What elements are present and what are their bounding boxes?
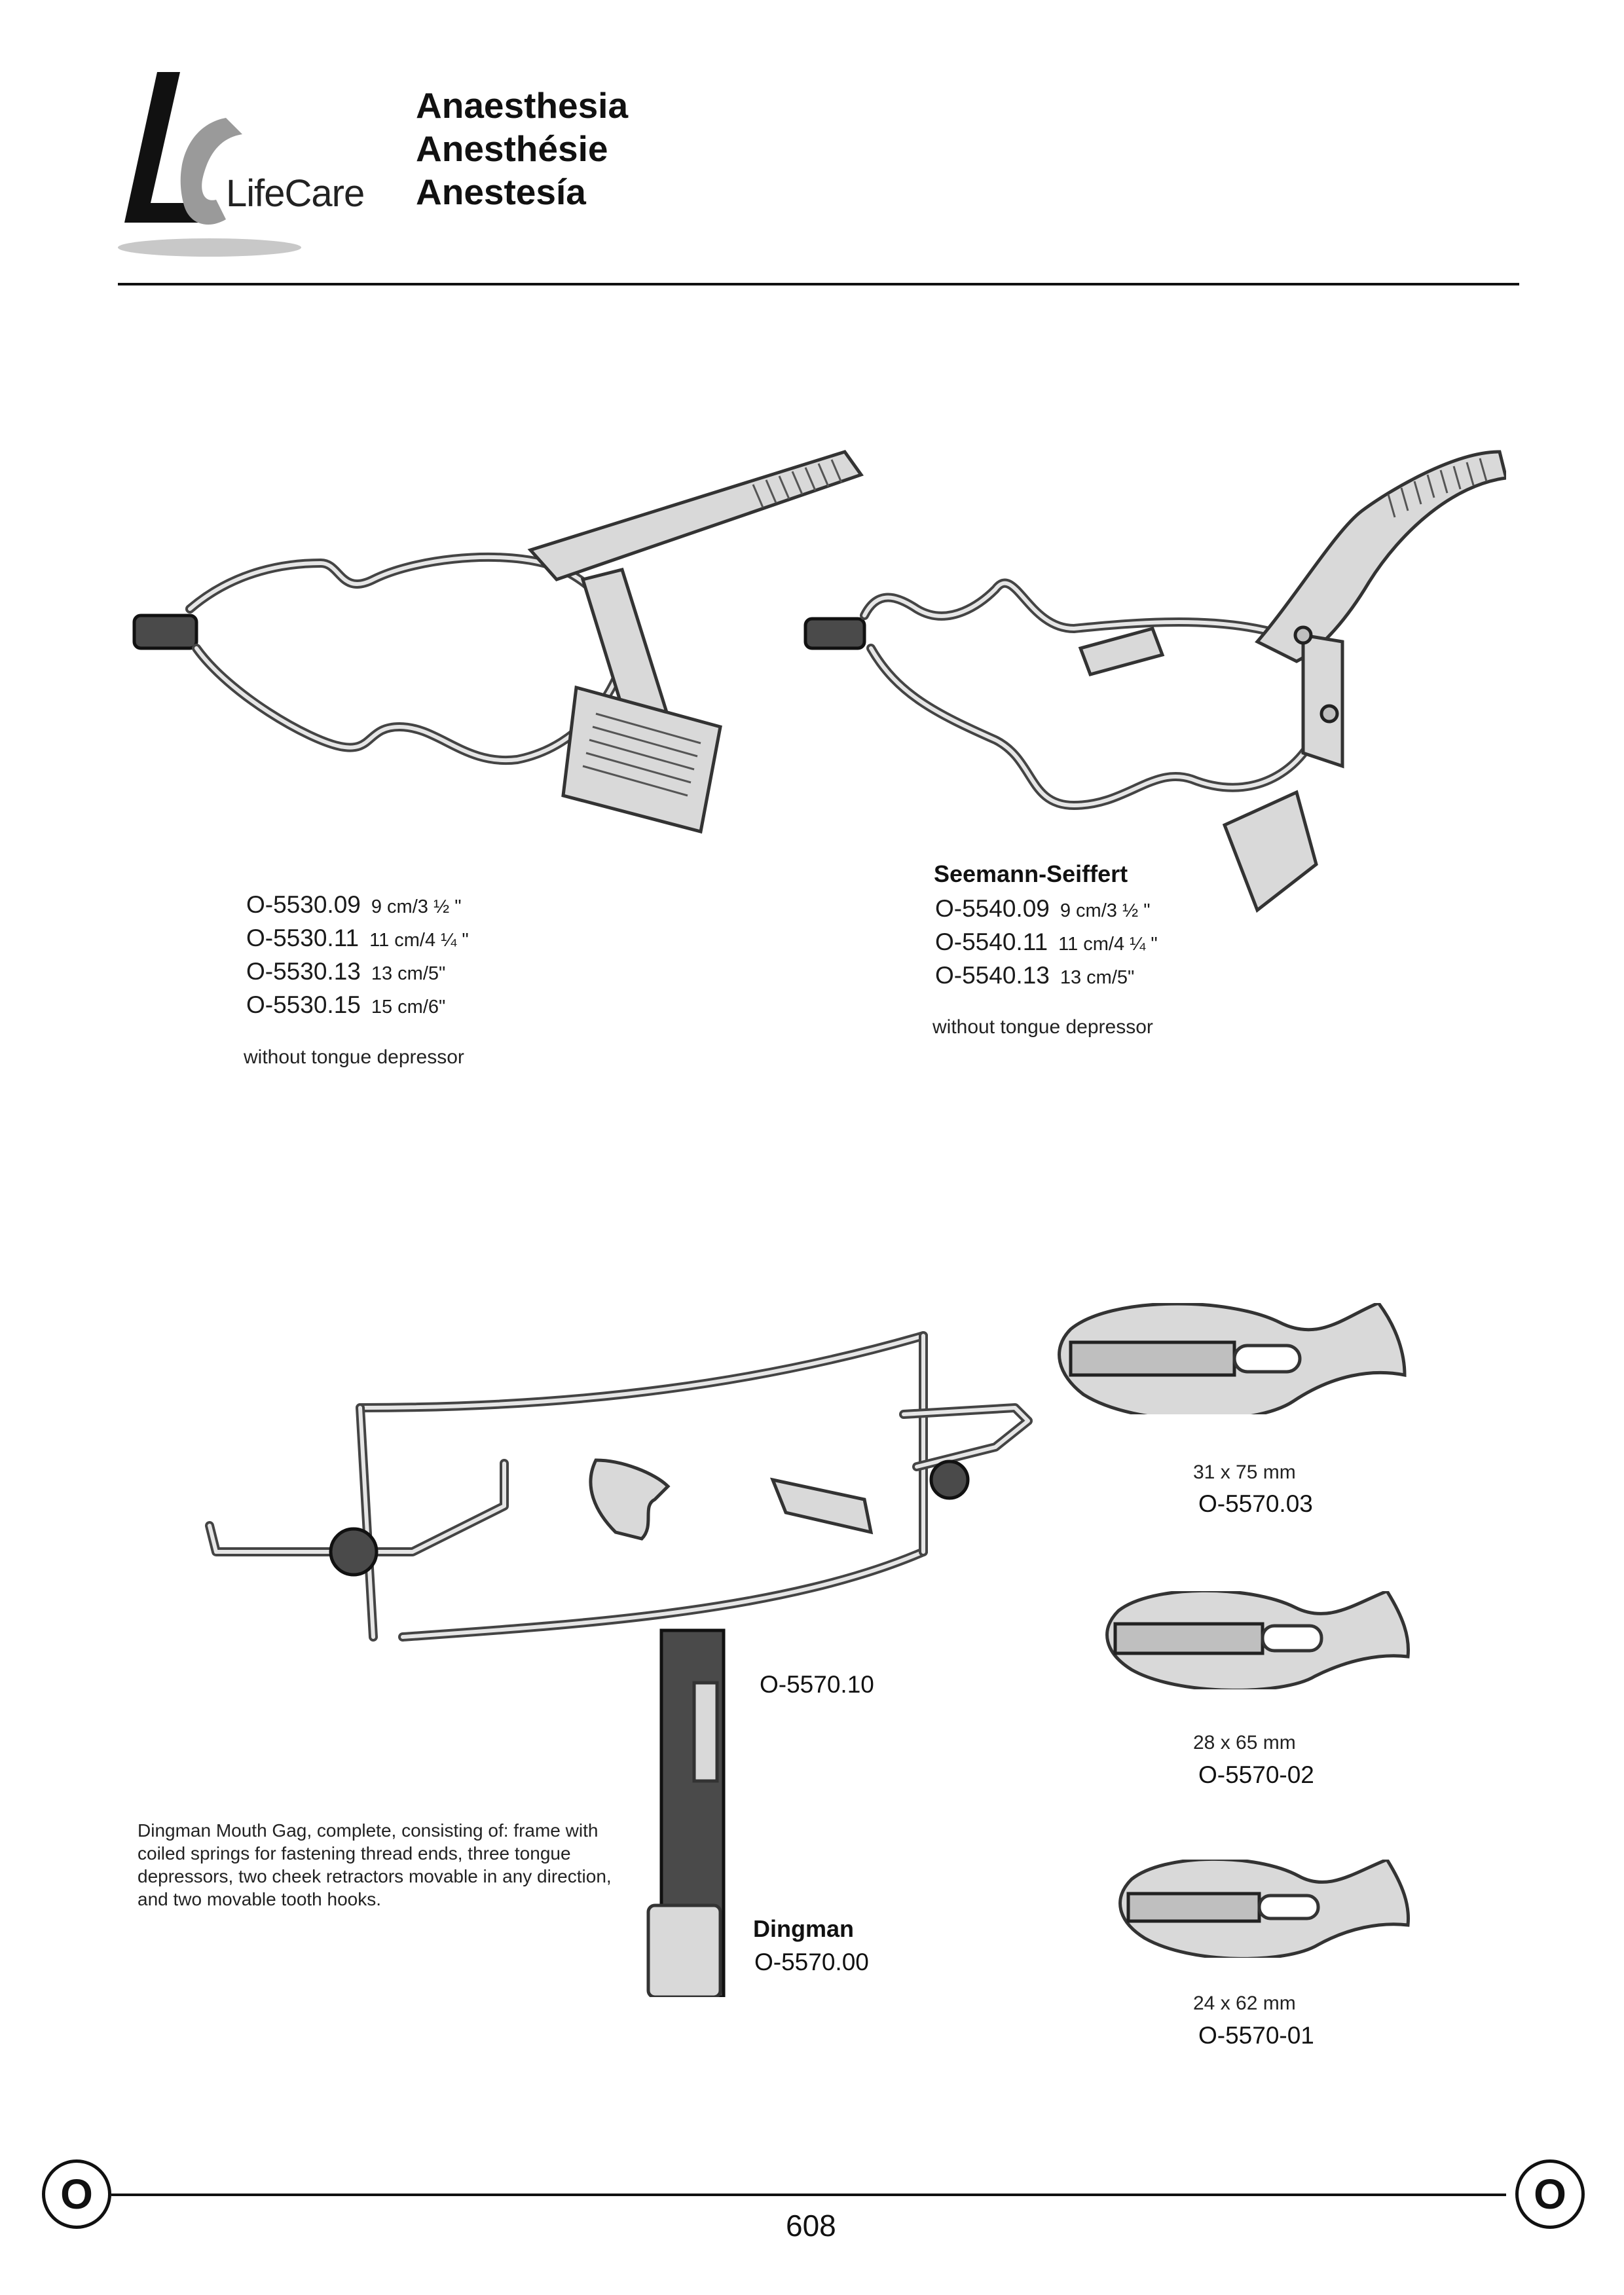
- depressor-2-code: O-5570-02: [1198, 1761, 1314, 1788]
- product-size: 11 cm/4 ¼ ": [369, 930, 469, 951]
- lifecare-logo: [118, 72, 301, 257]
- product-code: O-5540.13: [935, 962, 1050, 989]
- mouth-gag-illustration: [132, 450, 864, 834]
- seemann-seiffert-note: without tongue depressor: [932, 1016, 1153, 1038]
- depressor-3-code: O-5570-01: [1198, 2022, 1314, 2049]
- product-code: O-5530.11: [246, 925, 360, 951]
- footer-divider: [111, 2194, 1506, 2196]
- code-row: O-5530.15 15 cm/6": [246, 989, 469, 1023]
- product-code: O-5540.11: [935, 928, 1048, 955]
- tongue-depressor-small-illustration: [1118, 1860, 1410, 1958]
- header-divider: [118, 283, 1519, 285]
- depressor-3-dimensions: 24 x 62 mm: [1193, 1992, 1296, 2014]
- code-row: O-5540.11 11 cm/4 ¼ ": [935, 927, 1158, 960]
- product-size: 13 cm/5": [1060, 967, 1135, 988]
- code-row: O-5530.11 11 cm/4 ¼ ": [246, 923, 469, 956]
- product-size: 11 cm/4 ¼ ": [1058, 934, 1158, 955]
- product-size: 9 cm/3 ½ ": [1060, 900, 1151, 921]
- depressor-1-dimensions: 31 x 75 mm: [1193, 1461, 1296, 1483]
- code-row: O-5530.13 13 cm/5": [246, 956, 469, 989]
- seemann-seiffert-illustration: [803, 450, 1506, 913]
- depressor-2-dimensions: 28 x 65 mm: [1193, 1732, 1296, 1753]
- dingman-name: Dingman: [753, 1915, 855, 1942]
- section-badge-right: O: [1515, 2159, 1585, 2229]
- gag-left-code-list: O-5530.09 9 cm/3 ½ " O-5530.11 11 cm/4 ¼ "…: [246, 889, 469, 1023]
- seemann-seiffert-code-list: O-5540.09 9 cm/3 ½ " O-5540.11 11 cm/4 ¼ "…: [935, 893, 1158, 993]
- seemann-seiffert-name: Seemann-Seiffert: [934, 860, 1128, 887]
- product-code: O-5530.15: [246, 991, 361, 1018]
- page-title-fr: Anesthésie: [416, 128, 608, 169]
- tongue-depressor-large-illustration: [1058, 1303, 1407, 1414]
- product-code: O-5540.09: [935, 895, 1050, 922]
- depressor-1-code: O-5570.03: [1198, 1490, 1313, 1517]
- dingman-illustration: [205, 1331, 1033, 1997]
- product-code: O-5530.09: [246, 891, 361, 918]
- page-title-es: Anestesía: [416, 172, 586, 212]
- page-title-en: Anaesthesia: [416, 85, 629, 126]
- product-size: 15 cm/6": [371, 997, 446, 1018]
- section-badge-left: O: [42, 2159, 111, 2229]
- code-row: O-5530.09 9 cm/3 ½ ": [246, 889, 469, 923]
- code-row: O-5540.09 9 cm/3 ½ ": [935, 893, 1158, 927]
- logo-text: LifeCare: [226, 172, 365, 215]
- dingman-code: O-5570.00: [754, 1949, 869, 1975]
- dingman-part-code: O-5570.10: [760, 1671, 874, 1698]
- product-size: 13 cm/5": [371, 963, 446, 984]
- gag-left-note: without tongue depressor: [244, 1046, 464, 1068]
- dingman-description: Dingman Mouth Gag, complete, consisting …: [138, 1820, 612, 1909]
- tongue-depressor-medium-illustration: [1105, 1591, 1410, 1689]
- product-code: O-5530.13: [246, 958, 361, 985]
- code-row: O-5540.13 13 cm/5": [935, 960, 1158, 993]
- page-number: 608: [786, 2209, 836, 2243]
- product-size: 9 cm/3 ½ ": [371, 896, 462, 917]
